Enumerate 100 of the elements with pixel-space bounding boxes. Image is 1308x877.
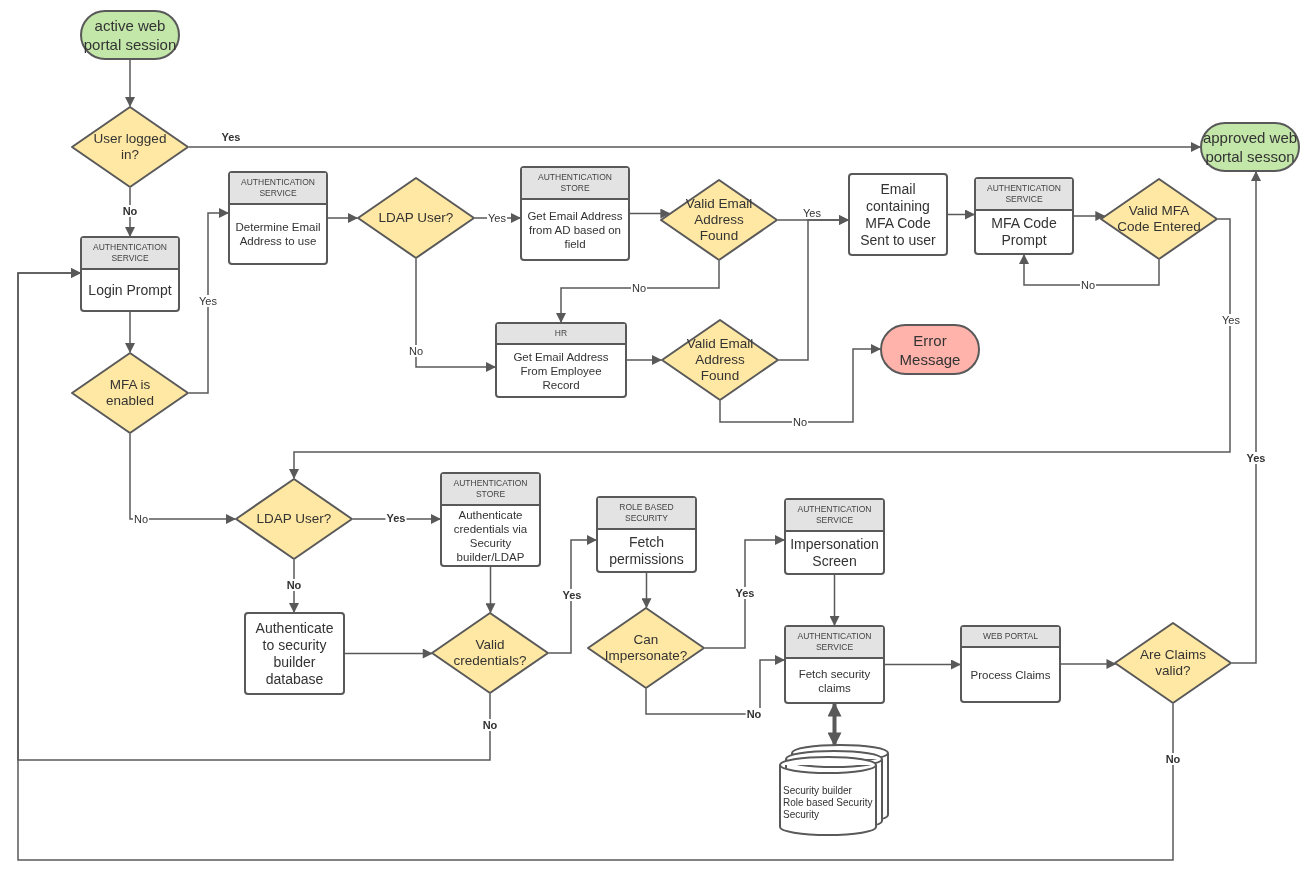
decision-text: User logged in? (92, 131, 168, 163)
double-arrow (827, 702, 842, 747)
decision-diamond (71, 106, 189, 188)
process-box (784, 498, 885, 575)
arrow (327, 213, 358, 223)
process-box (848, 173, 948, 256)
database-text: Role based Security (783, 797, 873, 809)
arrow (415, 258, 496, 372)
edge-label: No (1164, 753, 1182, 765)
decision-text: LDAP User? (377, 210, 455, 226)
arrow (289, 559, 299, 613)
decision-text: Can Impersonate? (603, 632, 689, 664)
arrow (778, 215, 849, 361)
arrow (125, 187, 135, 237)
process-box (244, 612, 345, 695)
arrow (188, 208, 229, 394)
arrow (125, 59, 135, 107)
arrow (17, 268, 1174, 861)
database-text: Security (783, 809, 820, 821)
arrow (829, 574, 840, 626)
arrow (947, 209, 975, 220)
edge-label: No (132, 513, 150, 525)
decision-diamond (431, 612, 549, 694)
database-stack (779, 745, 891, 837)
process-text: Authenticate credentials via Security builder/LDAP (452, 508, 529, 565)
box-header: AUTHENTICATION SERVICE (976, 179, 1072, 211)
terminal-shape (1200, 122, 1300, 172)
arrow (629, 208, 671, 219)
process-box (596, 496, 697, 573)
decision-diamond (357, 177, 475, 259)
decision-text: MFA is enabled (104, 377, 156, 409)
terminal-text: active web portal session (82, 16, 178, 54)
decision-diamond (1100, 178, 1218, 260)
edge-label: No (791, 416, 809, 428)
terminal-text: Error Message (898, 330, 962, 369)
terminal-shape (80, 10, 180, 60)
process-box (440, 472, 541, 567)
arrow (1073, 211, 1106, 221)
box-header: AUTHENTICATION SERVICE (82, 238, 178, 270)
process-text: Get Email Address From Employee Record (512, 349, 610, 393)
decision-text: LDAP User? (255, 511, 333, 527)
edge-label: No (1079, 279, 1097, 291)
edge-label: No (481, 719, 499, 731)
arrow (884, 659, 961, 670)
arrow (548, 535, 597, 654)
decision-text: Valid Email Address Found (685, 336, 755, 384)
edge-label: Yes (802, 207, 822, 219)
edge-label: No (121, 205, 139, 217)
decision-text: Valid credentials? (452, 637, 528, 669)
edge-label: Yes (198, 295, 218, 307)
process-text: Fetch permissions (608, 532, 685, 569)
terminal-text: approved web portal sesson (1202, 128, 1298, 166)
process-box (228, 171, 328, 265)
edge-label: No (407, 345, 425, 357)
decision-diamond (587, 607, 705, 689)
box-header: AUTHENTICATION SERVICE (786, 500, 883, 532)
box-header: AUTHENTICATION SERVICE (786, 627, 883, 659)
process-text: MFA Code Prompt (990, 214, 1058, 250)
process-text: Process Claims (969, 667, 1052, 683)
arrow (556, 260, 720, 323)
edge-label: No (745, 708, 763, 720)
box-header: AUTHENTICATION SERVICE (230, 173, 326, 205)
arrow (129, 433, 236, 524)
process-text: Fetch security claims (797, 666, 872, 696)
arrow (1060, 659, 1117, 669)
process-box (80, 236, 180, 312)
box-header: AUTHENTICATION STORE (442, 474, 539, 506)
database-text: Security builder (783, 785, 852, 797)
process-text: Authenticate to security builder database (254, 619, 335, 688)
edge-label: Yes (220, 131, 242, 143)
process-box (495, 322, 627, 398)
decision-text: Valid MFA Code Entered (1116, 203, 1202, 235)
decision-diamond (1114, 622, 1232, 704)
arrow (344, 648, 433, 659)
decision-diamond (660, 179, 778, 261)
edge-label: Yes (1245, 452, 1267, 464)
arrow (289, 218, 1231, 479)
arrow (188, 142, 1201, 152)
box-header: HR (497, 324, 625, 345)
arrow (641, 572, 652, 609)
decision-diamond (661, 319, 779, 401)
arrow (485, 566, 496, 614)
arrow (626, 355, 662, 365)
process-box (520, 166, 630, 261)
arrow (645, 655, 785, 715)
decision-text: Valid Email Address Found (684, 196, 754, 244)
process-box (974, 177, 1074, 255)
edge-label: Yes (487, 212, 507, 224)
edge-label: No (630, 282, 648, 294)
process-box (960, 625, 1061, 703)
process-text: Determine Email Address to use (234, 220, 322, 249)
decision-diamond (235, 478, 353, 560)
edge-label: Yes (734, 587, 756, 599)
decision-text: Are Claims valid? (1139, 647, 1207, 679)
process-box (784, 625, 885, 704)
terminal-shape (880, 324, 980, 375)
arrow (1231, 171, 1261, 664)
arrow (125, 311, 135, 353)
edge-label: Yes (385, 512, 407, 524)
process-text: Login Prompt (87, 280, 173, 300)
